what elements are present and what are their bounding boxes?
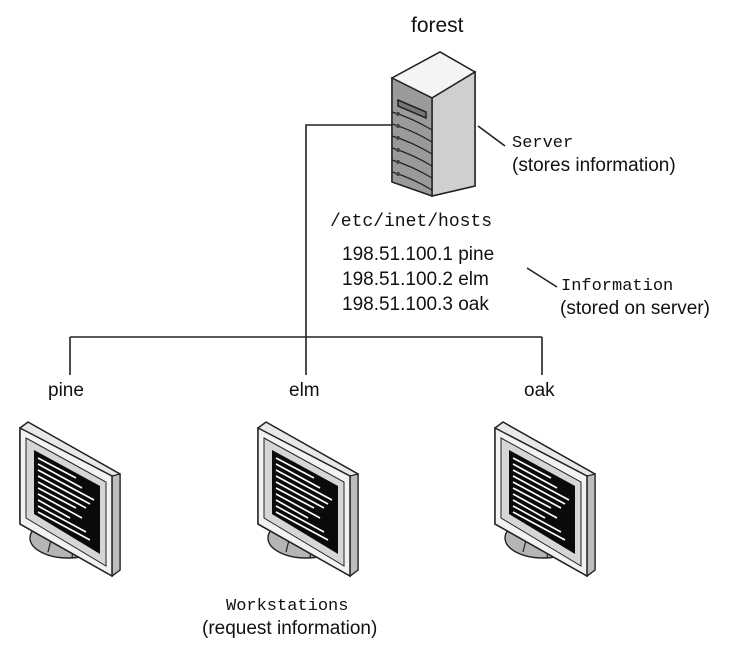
hosts-file-path: /etc/inet/hosts xyxy=(330,212,493,232)
hosts-entry: 198.51.100.1 pine xyxy=(342,244,495,265)
hosts-entry: 198.51.100.3 oak xyxy=(342,294,489,315)
info-callout-label: Information xyxy=(561,277,674,296)
server-link-line xyxy=(305,124,392,375)
hosts-entry: 198.51.100.2 elm xyxy=(342,269,489,290)
workstation-oak-label: oak xyxy=(524,380,555,401)
workstation-elm-label: elm xyxy=(289,380,320,401)
info-callout-desc: (stored on server) xyxy=(560,298,710,319)
workstation-elm-icon xyxy=(257,421,359,577)
workstations-group-label: Workstations xyxy=(226,597,349,616)
workstation-oak-icon xyxy=(494,421,596,577)
server-callout-line xyxy=(477,125,506,147)
workstations-group-desc: (request information) xyxy=(202,618,378,639)
workstation-pine-label: pine xyxy=(48,380,84,401)
server-role-desc: (stores information) xyxy=(512,155,676,176)
server-role-label: Server xyxy=(512,134,574,153)
server-name: forest xyxy=(411,14,464,37)
workstation-pine-icon xyxy=(19,421,121,577)
server-icon xyxy=(390,51,477,198)
info-callout-line xyxy=(526,267,558,288)
